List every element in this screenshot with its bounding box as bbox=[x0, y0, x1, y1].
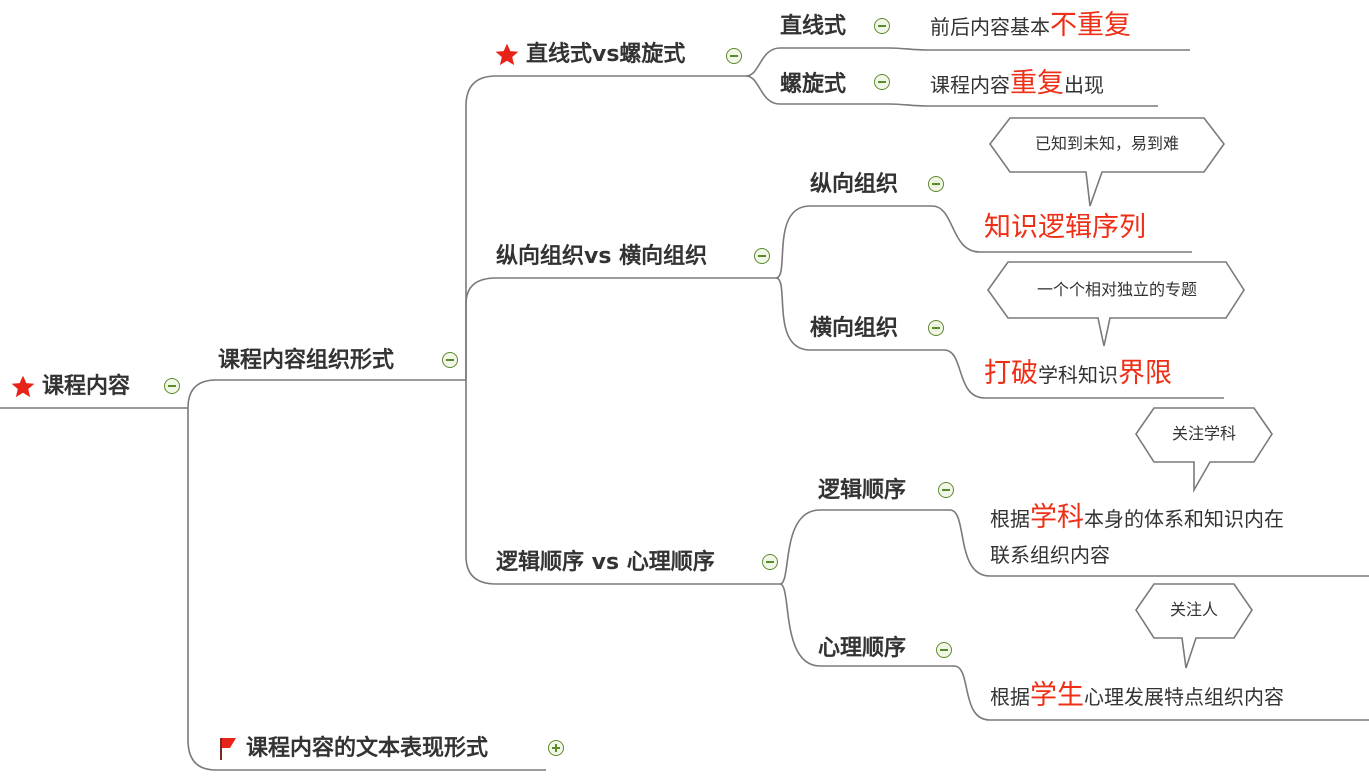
collapse-toggle-icon[interactable] bbox=[874, 18, 890, 34]
subtopic-logical-vs-psychological[interactable]: 逻辑顺序 vs 心理顺序 bbox=[496, 550, 715, 575]
leaf-highlight: 重复 bbox=[1010, 68, 1064, 99]
callout-shape-3 bbox=[1135, 407, 1273, 494]
leaf-text: 本身的体系和知识内在 bbox=[1084, 507, 1284, 531]
subtopic-text-presentation[interactable]: 课程内容的文本表现形式 bbox=[246, 736, 489, 761]
leaf-text: 心理发展特点组织内容 bbox=[1084, 685, 1284, 709]
collapse-toggle-icon[interactable] bbox=[164, 378, 180, 394]
collapse-toggle-icon[interactable] bbox=[874, 74, 890, 90]
star-icon bbox=[11, 375, 35, 398]
leaf-highlight: 打破 bbox=[984, 358, 1038, 389]
main-topic-label[interactable]: 课程内容组织形式 bbox=[218, 348, 395, 373]
expand-toggle-icon[interactable] bbox=[548, 740, 564, 756]
leaf-highlight: 界限 bbox=[1118, 358, 1172, 389]
star-icon bbox=[495, 43, 519, 66]
leaf-text: 学科知识 bbox=[1038, 363, 1118, 387]
leaf-spiral-desc[interactable]: 课程内容重复出现 bbox=[930, 70, 1104, 97]
flag-icon bbox=[220, 738, 236, 760]
callout-focus-people: 关注人 bbox=[1169, 600, 1218, 619]
collapse-toggle-icon[interactable] bbox=[928, 176, 944, 192]
subtopic-logical-order[interactable]: 逻辑顺序 bbox=[818, 478, 907, 503]
leaf-text: 联系组织内容 bbox=[990, 543, 1110, 567]
collapse-toggle-icon[interactable] bbox=[754, 248, 770, 264]
collapse-toggle-icon[interactable] bbox=[726, 48, 742, 64]
collapse-toggle-icon[interactable] bbox=[938, 482, 954, 498]
leaf-text: 课程内容 bbox=[930, 73, 1010, 97]
leaf-break-boundaries[interactable]: 打破学科知识界限 bbox=[984, 360, 1172, 387]
leaf-linear-desc[interactable]: 前后内容基本不重复 bbox=[930, 12, 1131, 39]
callout-shape-4 bbox=[1135, 583, 1253, 669]
callout-independent-topics: 一个个相对独立的专题 bbox=[1036, 280, 1197, 299]
leaf-text: 根据 bbox=[990, 685, 1030, 709]
leaf-text: 根据 bbox=[990, 507, 1030, 531]
callout-shape-2 bbox=[987, 261, 1245, 347]
leaf-highlight: 学生 bbox=[1030, 680, 1084, 711]
callout-shape-1 bbox=[989, 117, 1225, 207]
subtopic-linear[interactable]: 直线式 bbox=[780, 14, 847, 39]
subtopic-linear-vs-spiral[interactable]: 直线式vs螺旋式 bbox=[526, 42, 686, 67]
leaf-logical-desc[interactable]: 根据学科本身的体系和知识内在 联系组织内容 bbox=[990, 500, 1284, 573]
callout-known-to-unknown: 已知到未知，易到难 bbox=[1034, 134, 1179, 153]
leaf-highlight: 不重复 bbox=[1050, 10, 1131, 41]
collapse-toggle-icon[interactable] bbox=[762, 554, 778, 570]
collapse-toggle-icon[interactable] bbox=[928, 320, 944, 336]
root-node-label[interactable]: 课程内容 bbox=[42, 374, 131, 399]
collapse-toggle-icon[interactable] bbox=[936, 642, 952, 658]
leaf-text: 前后内容基本 bbox=[930, 15, 1050, 39]
leaf-text: 出现 bbox=[1064, 73, 1104, 97]
subtopic-horizontal[interactable]: 横向组织 bbox=[810, 316, 899, 341]
subtopic-vertical[interactable]: 纵向组织 bbox=[810, 172, 899, 197]
subtopic-vertical-vs-horizontal[interactable]: 纵向组织vs 横向组织 bbox=[496, 244, 708, 269]
leaf-psychological-desc[interactable]: 根据学生心理发展特点组织内容 bbox=[990, 682, 1284, 709]
leaf-knowledge-logic-sequence[interactable]: 知识逻辑序列 bbox=[984, 212, 1146, 243]
callout-focus-subject: 关注学科 bbox=[1171, 424, 1236, 443]
subtopic-spiral[interactable]: 螺旋式 bbox=[780, 72, 847, 97]
subtopic-psychological-order[interactable]: 心理顺序 bbox=[818, 636, 907, 661]
collapse-toggle-icon[interactable] bbox=[442, 352, 458, 368]
leaf-highlight: 学科 bbox=[1030, 502, 1084, 533]
